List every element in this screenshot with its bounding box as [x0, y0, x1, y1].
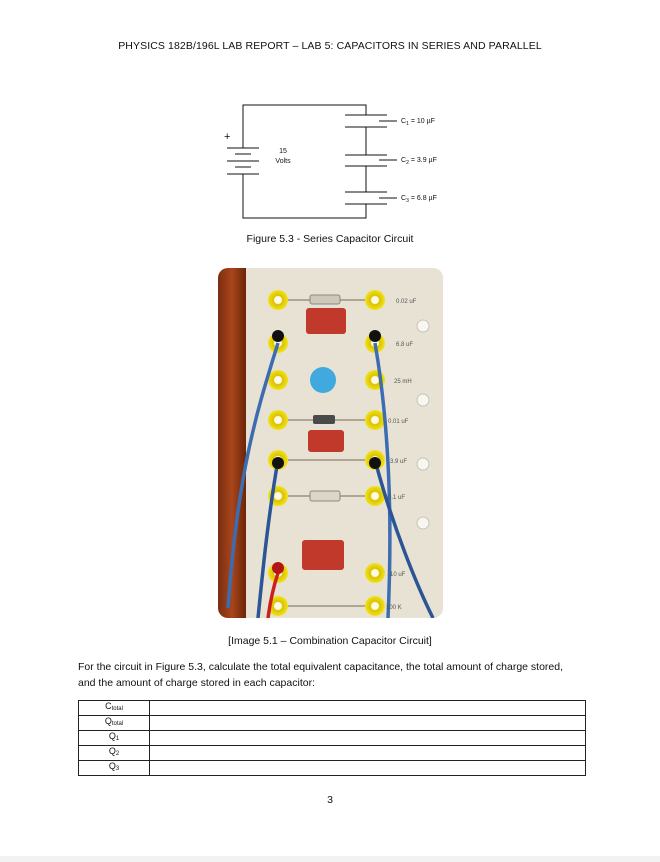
board-label-0.02uf: 0.02 uF: [396, 299, 417, 305]
row-label-c-total: Ctotal: [78, 700, 150, 716]
red-capacitor-1: [306, 308, 346, 334]
board-label-10uf: 10 uF: [390, 572, 406, 578]
capacitor-board-photo: 0.02 uF 6.8 uF 25 mH 0.01 uF 3.9 uF 0.1 …: [218, 268, 443, 618]
table-row: Ctotal: [78, 700, 586, 716]
c1-label: C1= 10 µF: [401, 118, 435, 127]
question-prompt: For the circuit in Figure 5.3, calculate…: [78, 661, 564, 689]
series-capacitor-diagram: + 15 Volts C1= 10 µF C2= 3.9 µF C3= 6.8 …: [224, 104, 437, 219]
small-capacitor-1: [313, 415, 335, 424]
board-label-100k: 100 K: [386, 605, 402, 611]
page-header: PHYSICS 182B/196L LAB REPORT – LAB 5: CA…: [118, 40, 542, 52]
board-label-0.01uf: 0.01 uF: [388, 419, 409, 425]
answer-cell-c-total[interactable]: [149, 700, 586, 716]
board-label-0.1uf: 0.1 uF: [388, 495, 405, 501]
c3-label: C3= 6.8 µF: [401, 195, 437, 204]
top-wire: [242, 104, 367, 134]
board-label-25mh: 25 mH: [394, 379, 412, 385]
answer-cell-q1[interactable]: [149, 730, 586, 746]
table-row: Qtotal: [78, 715, 586, 731]
answer-cell-q2[interactable]: [149, 745, 586, 761]
row-label-q1: Q1: [78, 730, 150, 746]
answer-table: Ctotal Qtotal Q1 Q2 Q3: [78, 700, 586, 776]
figure-caption: Figure 5.3 - Series Capacitor Circuit: [246, 233, 414, 245]
page-bottom-strip: [0, 856, 660, 862]
board-label-3.9uf: 3.9 uF: [390, 459, 407, 465]
red-capacitor-2: [308, 430, 344, 452]
board-label-6.8uf: 6.8 uF: [396, 342, 413, 348]
voltage-unit: Volts: [275, 158, 291, 165]
bottom-wire: [242, 181, 367, 219]
small-capacitor-2: [309, 490, 341, 502]
answer-cell-q3[interactable]: [149, 760, 586, 776]
answer-cell-q-total[interactable]: [149, 715, 586, 731]
blue-capacitor: [310, 367, 336, 393]
row-label-q2: Q2: [78, 745, 150, 761]
resistor-top: [309, 294, 341, 305]
table-row: Q1: [78, 730, 586, 746]
page-number: 3: [327, 794, 333, 806]
red-capacitor-3: [302, 540, 344, 570]
board-photo-illustration: 0.02 uF 6.8 uF 25 mH 0.01 uF 3.9 uF 0.1 …: [218, 268, 443, 618]
c2-label: C2= 3.9 µF: [401, 157, 437, 166]
row-label-q3: Q3: [78, 760, 150, 776]
table-row: Q3: [78, 760, 586, 776]
voltage-value: 15: [279, 148, 287, 155]
image-caption: [Image 5.1 – Combination Capacitor Circu…: [228, 635, 432, 647]
battery-plus-sign: +: [224, 131, 230, 143]
table-row: Q2: [78, 745, 586, 761]
row-label-q-total: Qtotal: [78, 715, 150, 731]
